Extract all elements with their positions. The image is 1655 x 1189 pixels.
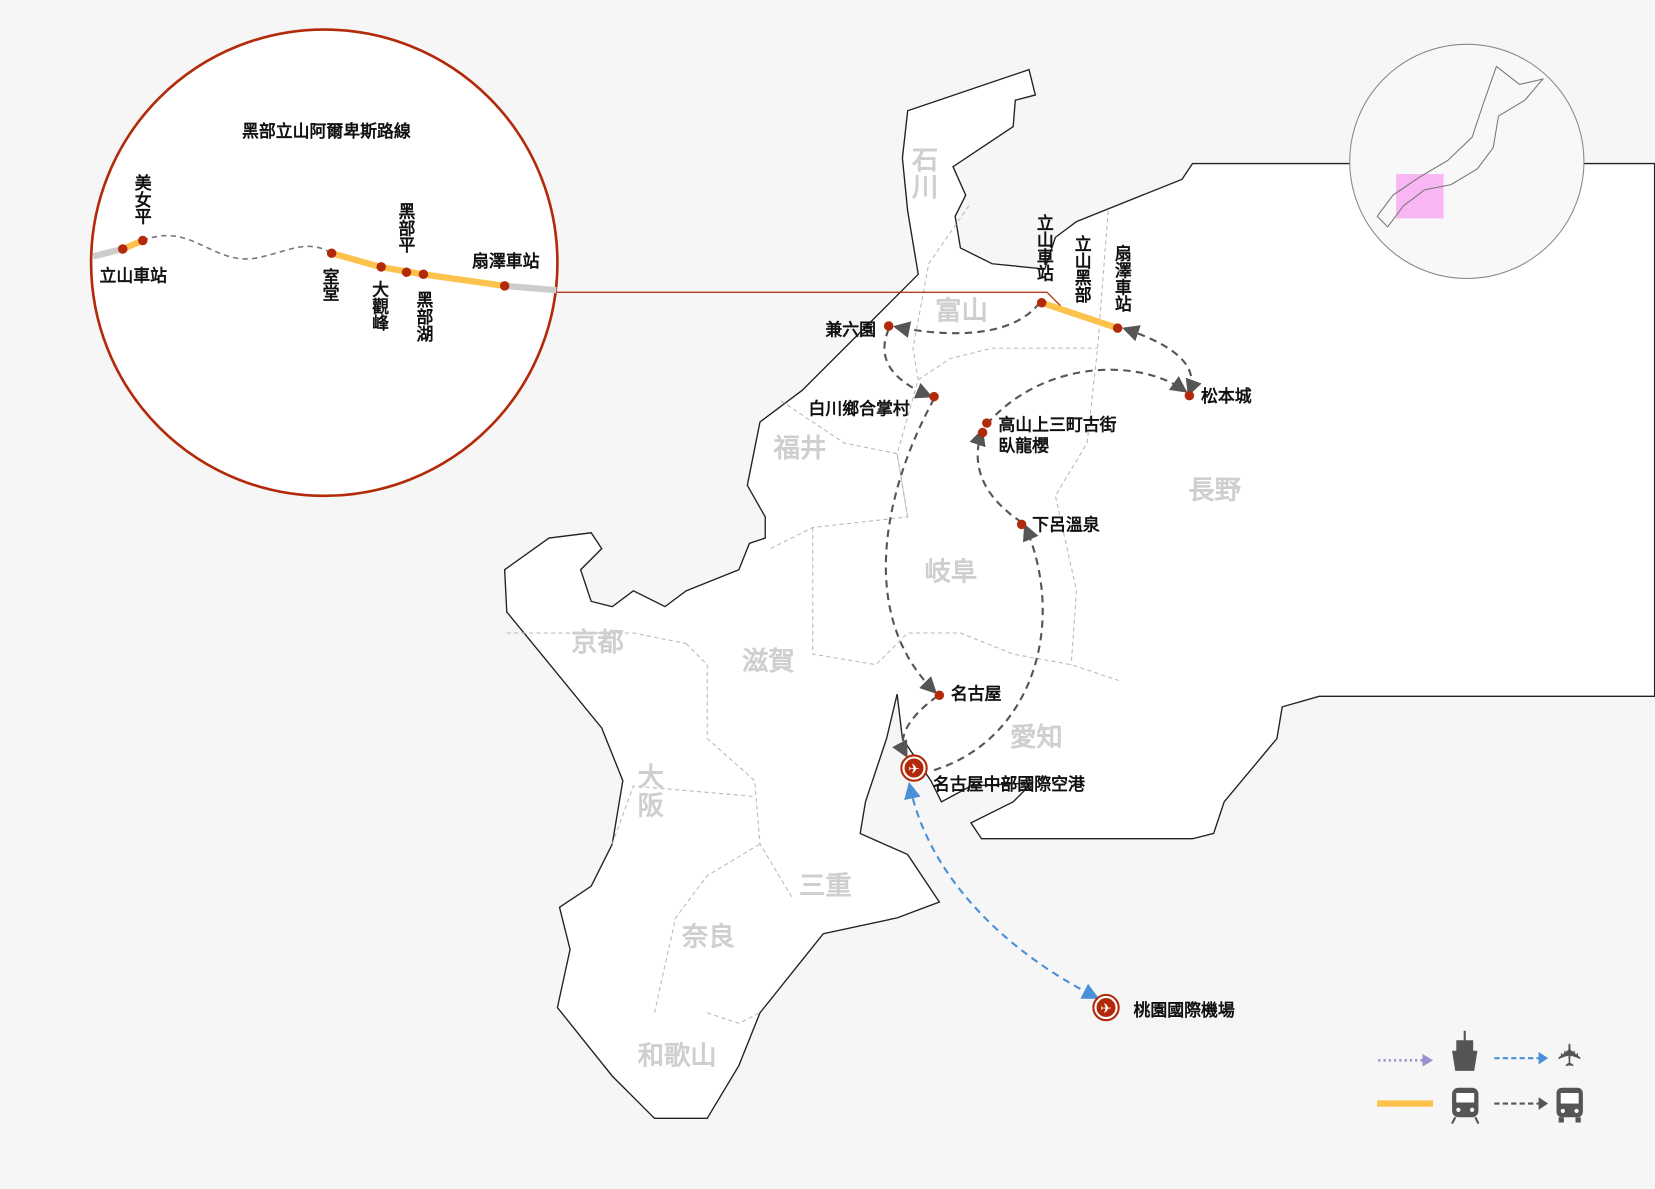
inset-label-daikanbo: 大觀峰 xyxy=(369,279,389,332)
label-shirakawa: 白川鄉合掌村 xyxy=(809,399,910,419)
shirakawa-dot[interactable] xyxy=(929,391,939,402)
inset-dot-bijodaira[interactable] xyxy=(138,235,148,246)
svg-text:✈: ✈ xyxy=(1100,1001,1111,1017)
takayama-dot[interactable] xyxy=(982,418,992,428)
label-takayama: 高山上三町古街 xyxy=(998,414,1116,434)
pref-nagano: 長野 xyxy=(1188,476,1241,506)
pref-toyama: 富山 xyxy=(935,296,988,327)
label-nagoya: 名古屋 xyxy=(951,683,1002,703)
pref-aichi: 愛知 xyxy=(1010,723,1063,753)
ship-icon xyxy=(1452,1030,1478,1071)
inset-dot-daikanbo[interactable] xyxy=(376,262,386,272)
inset-label-ogizawa: 扇澤車站 xyxy=(472,251,540,271)
matsumoto-dot[interactable] xyxy=(1184,390,1195,401)
pref-osaka-2: 阪 xyxy=(638,791,665,821)
pref-ishikawa-2: 川 xyxy=(912,173,938,203)
inset-label-tateyama: 立山車站 xyxy=(100,266,168,286)
train-icon xyxy=(1451,1087,1480,1125)
garyuzakura-dot[interactable] xyxy=(977,427,988,438)
pref-fukui: 福井 xyxy=(773,434,827,464)
highlight-region xyxy=(1396,174,1444,219)
inset-label-bijodaira: 美女平 xyxy=(132,173,152,226)
japan-locator-map xyxy=(1349,43,1585,280)
inset-title: 黑部立山阿爾卑斯路線 xyxy=(242,121,411,141)
label-ogizawa-station: 扇澤車站 xyxy=(1112,244,1132,314)
label-chubu-airport: 名古屋中部國際空港 xyxy=(933,774,1086,794)
pref-shiga: 滋賀 xyxy=(742,646,795,677)
label-tateyama-station: 立山車站 xyxy=(1034,213,1054,283)
kenrokuen-dot[interactable] xyxy=(883,321,894,331)
inset-label-kurobeko: 黑部湖 xyxy=(413,291,433,343)
pref-gifu: 岐阜 xyxy=(925,557,978,587)
prefecture-borders xyxy=(506,205,1119,1024)
gero-dot[interactable] xyxy=(1016,519,1027,530)
routes xyxy=(883,302,1202,999)
label-gero: 下呂溫泉 xyxy=(1032,515,1100,535)
pref-ishikawa-1: 石 xyxy=(911,146,938,176)
inset-dot-tateyama[interactable] xyxy=(118,244,128,254)
pref-wakayama: 和歌山 xyxy=(638,1042,717,1072)
tateyama-station-dot[interactable] xyxy=(1036,298,1047,308)
ogizawa-station-dot[interactable] xyxy=(1112,323,1123,333)
inset-dot-ogizawa[interactable] xyxy=(499,281,510,291)
label-garyuzakura: 臥龍櫻 xyxy=(998,436,1049,456)
pref-nara: 奈良 xyxy=(681,921,735,952)
pref-mie: 三重 xyxy=(799,872,852,902)
inset-label-murodo: 室堂 xyxy=(320,267,340,302)
inset-connector-line xyxy=(556,291,1062,307)
plane-icon: ✈ xyxy=(1553,1042,1589,1069)
legend: ✈ xyxy=(1377,1030,1589,1125)
label-kenrokuen: 兼六園 xyxy=(825,319,876,339)
inset-dot-murodo[interactable] xyxy=(326,248,337,258)
pref-osaka-1: 大 xyxy=(638,763,665,793)
label-tateyama-kurobe: 立山黑部 xyxy=(1072,234,1092,304)
taoyuan-airport-icon[interactable]: ✈ xyxy=(1092,993,1120,1022)
inset-dot-kurobeko[interactable] xyxy=(418,269,429,280)
pref-kyoto: 京都 xyxy=(571,627,624,658)
nagoya-dot[interactable] xyxy=(934,690,945,701)
inset-alpine-route: 黑部立山阿爾卑斯路線 立山車站 美女平 室堂 大觀峰 黑部平 黑部湖 扇澤車站 xyxy=(89,28,559,498)
inset-dot-kurobedaira[interactable] xyxy=(401,267,412,277)
rail-line xyxy=(1040,299,1119,332)
chubu-airport-icon[interactable]: ✈ xyxy=(900,754,928,782)
svg-text:✈: ✈ xyxy=(908,761,919,777)
bus-icon xyxy=(1556,1087,1583,1123)
label-taoyuan-airport: 桃園國際機場 xyxy=(1133,1000,1234,1020)
label-matsumoto: 松本城 xyxy=(1201,386,1252,406)
inset-label-kurobedaira: 黑部平 xyxy=(395,202,415,254)
